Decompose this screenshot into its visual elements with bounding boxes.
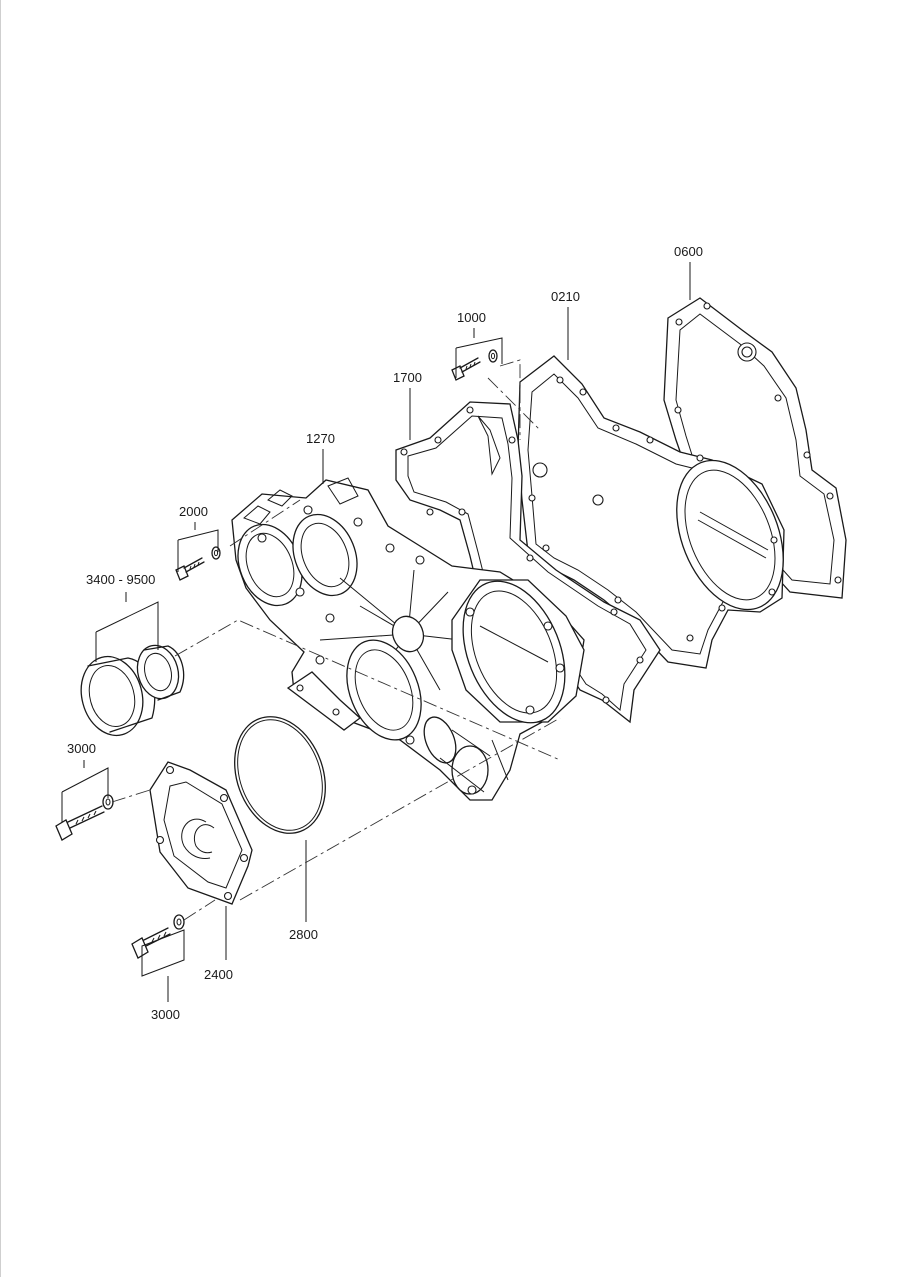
label-3400-9500: 3400 - 9500: [86, 572, 155, 587]
part-labels: 0600 0210 1000 1700 1270 2000 3400 - 950…: [67, 244, 703, 1022]
label-3000-lower: 3000: [151, 1007, 180, 1022]
leader-lines: [61, 262, 691, 1002]
part-2400-cover-plate[interactable]: [149, 761, 253, 905]
assembly-center-lines: [111, 359, 561, 921]
label-0210: 0210: [551, 289, 580, 304]
part-3400-oil-seal-small[interactable]: [132, 641, 185, 704]
washer-icon[interactable]: [173, 914, 185, 930]
washer-icon[interactable]: [211, 546, 221, 560]
page-edge-line: [0, 0, 1, 1277]
label-3000-upper: 3000: [67, 741, 96, 756]
label-0600: 0600: [674, 244, 703, 259]
label-2800: 2800: [289, 927, 318, 942]
part-1700-gasket[interactable]: [395, 401, 661, 724]
label-2400: 2400: [204, 967, 233, 982]
washer-icon[interactable]: [488, 349, 498, 363]
label-1270: 1270: [306, 431, 335, 446]
part-3400-oil-seal-large[interactable]: [73, 650, 156, 743]
bolt-icon[interactable]: [175, 557, 205, 581]
part-0210-timing-plate[interactable]: [517, 355, 804, 669]
label-1000: 1000: [457, 310, 486, 325]
part-2800-o-ring[interactable]: [219, 704, 341, 846]
part-1270-front-case[interactable]: [226, 477, 585, 801]
label-2000: 2000: [179, 504, 208, 519]
bolt-icon[interactable]: [55, 805, 105, 841]
label-1700: 1700: [393, 370, 422, 385]
bolt-icon[interactable]: [451, 357, 481, 381]
